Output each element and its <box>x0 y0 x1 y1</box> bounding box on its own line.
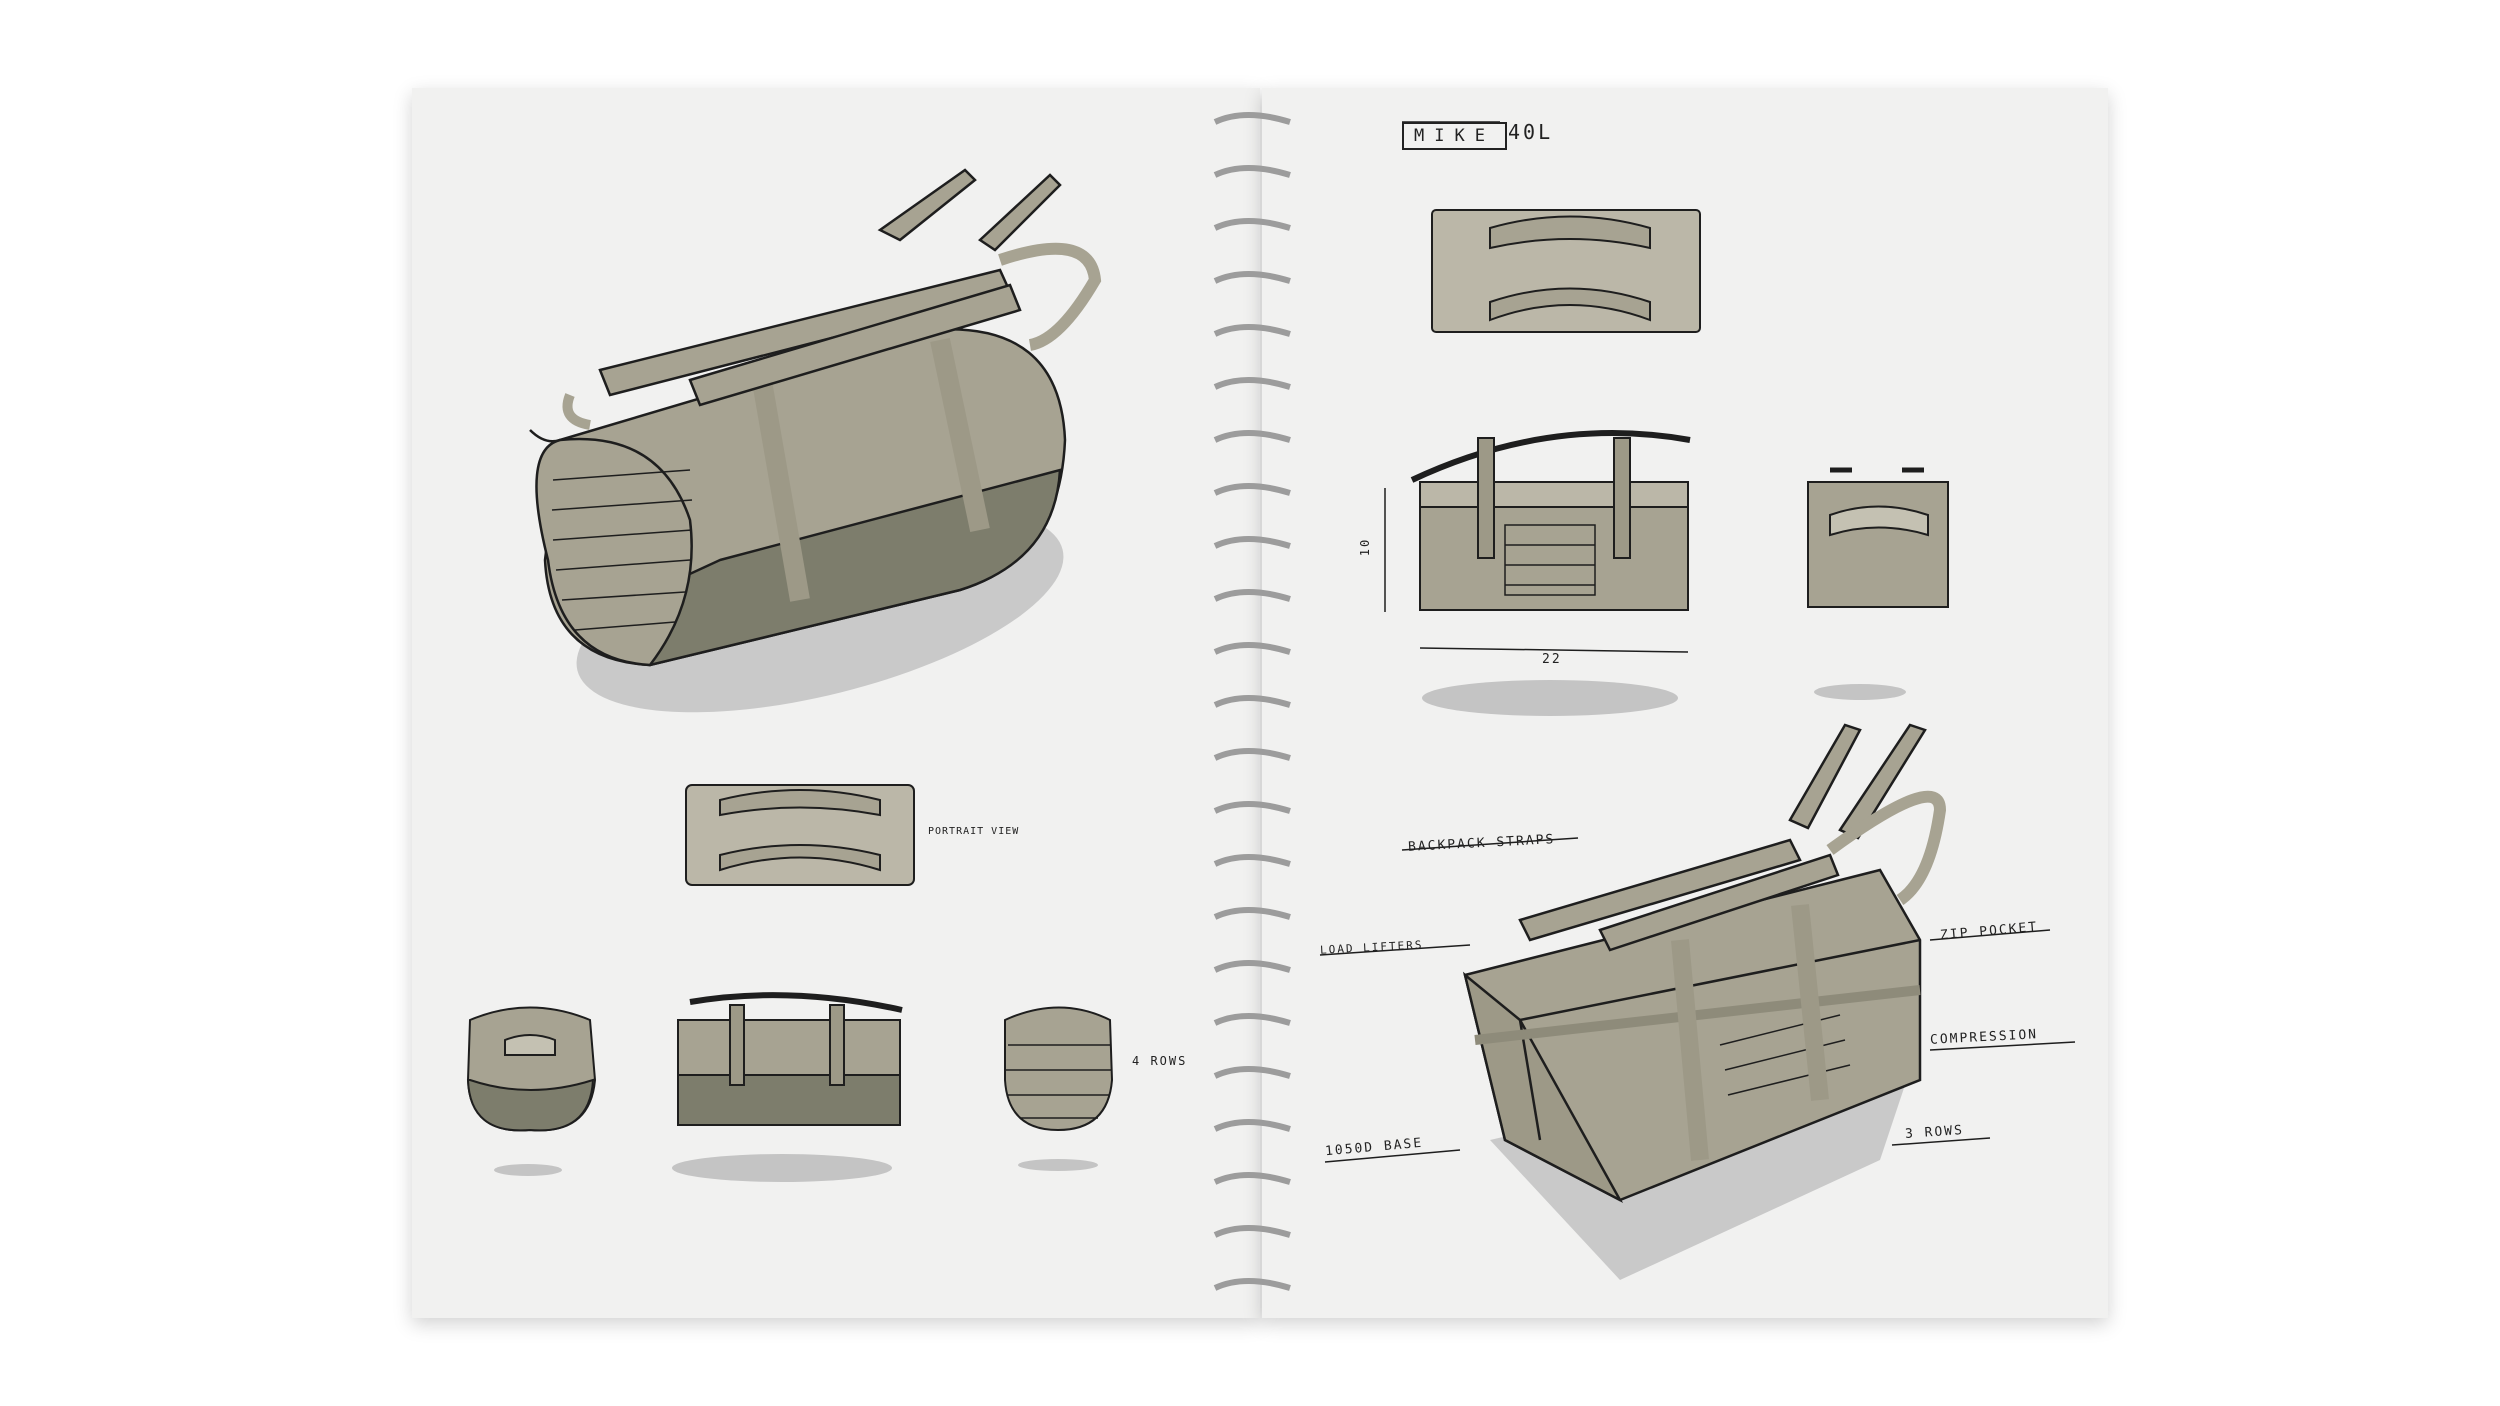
end-view-sketch <box>466 1006 597 1176</box>
right-top-view-sketch <box>1431 209 1701 333</box>
right-end-view-sketch <box>1807 467 1949 700</box>
left-rows-label: 4 ROWS <box>1132 1054 1188 1068</box>
top-view-sketch <box>685 784 915 886</box>
width-dimension-label: 22 <box>1542 652 1562 667</box>
large-duffel-sketch <box>529 168 1102 713</box>
height-dimension-label: 10 <box>1358 537 1373 557</box>
notebook-title: MIKE <box>1402 122 1507 150</box>
side-view-sketch <box>672 992 903 1182</box>
portrait-view-label: PORTRAIT VIEW <box>928 826 1020 837</box>
notebook-capacity: 40L <box>1508 120 1554 144</box>
spiral-binding <box>1213 112 1291 1291</box>
rows-end-view-sketch <box>1004 1006 1114 1171</box>
right-large-duffel-sketch <box>1462 723 1947 1280</box>
right-side-view-sketch <box>1384 430 1691 716</box>
